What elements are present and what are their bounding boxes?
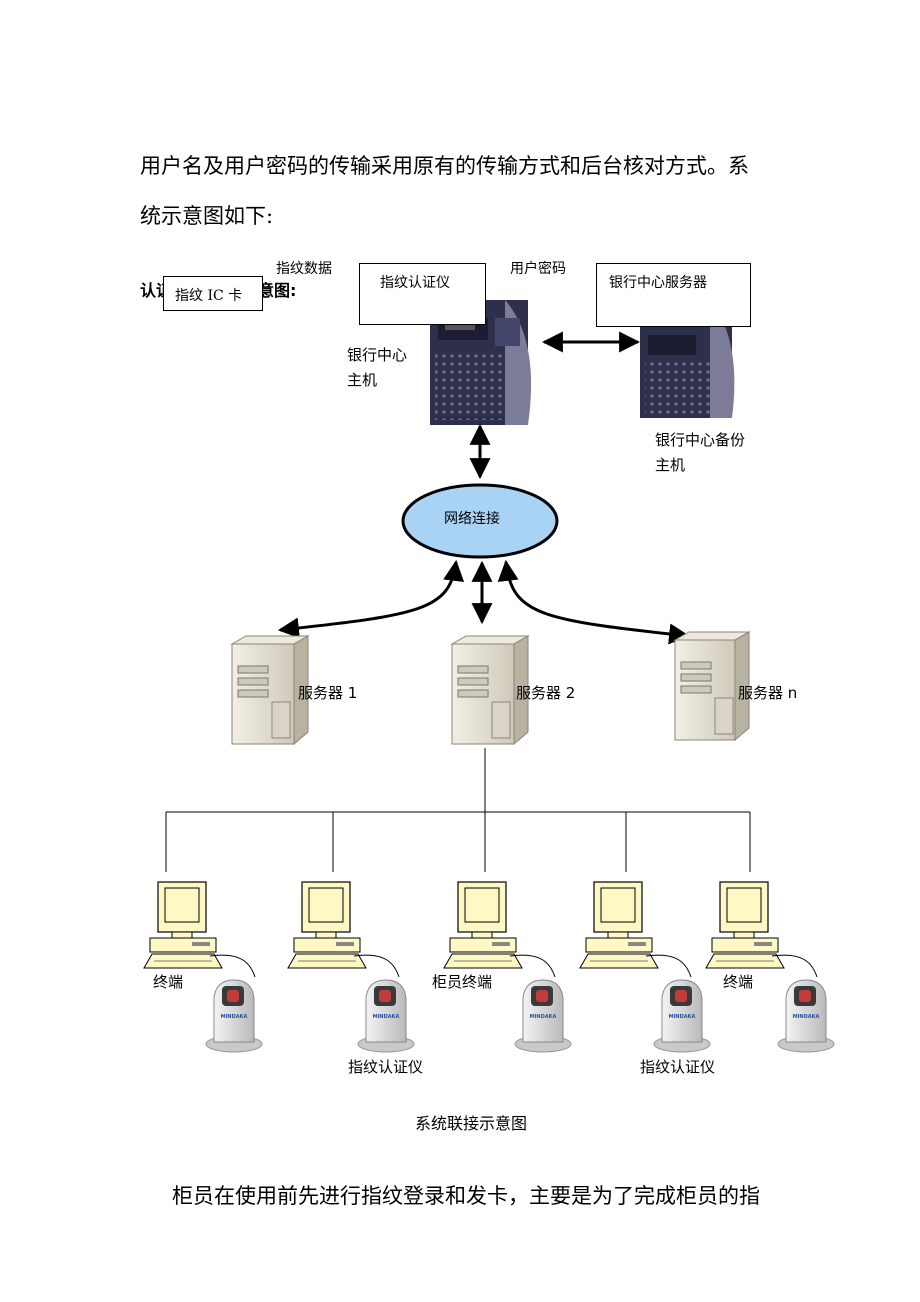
terminal-pc-icon [287, 881, 400, 978]
network-label: 网络连接 [444, 511, 500, 527]
svg-text:MINDAKA: MINDAKA [669, 1014, 696, 1020]
fingerprint-reader-icon: MINDAKA [357, 979, 415, 1053]
fingerprint-reader-icon: MINDAKA [653, 979, 711, 1053]
paragraph-line: 柜员在使用前先进行指纹登录和发卡，主要是为了完成柜员的指 [172, 1184, 760, 1208]
fingerprint-data-label: 指纹数据 [276, 261, 332, 277]
fingerprint-reader-icon: MINDAKA [514, 979, 572, 1053]
fingerprint-ic-card-label: 指纹 IC 卡 [175, 288, 243, 304]
terminal-right-label: 终端 [723, 973, 754, 991]
section-heading-suffix: 意图: [258, 281, 297, 300]
server-1-icon [230, 635, 310, 746]
terminal-pc-icon [143, 881, 256, 978]
fingerprint-device-box: 指纹认证仪 [359, 263, 486, 325]
fp-reader-label-a: 指纹认证仪 [348, 1058, 424, 1076]
server-n-label: 服务器 n [738, 684, 798, 702]
server-n-icon [673, 631, 751, 742]
server-1-label: 服务器 1 [298, 684, 358, 702]
svg-text:MINDAKA: MINDAKA [793, 1014, 820, 1020]
svg-text:MINDAKA: MINDAKA [530, 1014, 557, 1020]
bank-server-box: 银行中心服务器 [596, 263, 751, 327]
lan-wiring [165, 748, 751, 872]
bank-host-label-line1: 银行中心 [347, 346, 408, 364]
terminal-pc-icon [705, 881, 818, 978]
terminal-pc-icon [579, 881, 692, 978]
network-server1-arrow [277, 559, 465, 639]
terminal-pc-icon [443, 881, 556, 978]
fingerprint-reader-icon: MINDAKA [205, 979, 263, 1053]
fingerprint-device-label: 指纹认证仪 [380, 275, 450, 291]
fp-reader-label-b: 指纹认证仪 [640, 1058, 716, 1076]
paragraph-line: 用户名及用户密码的传输采用原有的传输方式和后台核对方式。系 [140, 154, 749, 178]
backup-host-label-line2: 主机 [655, 456, 686, 474]
network-ellipse [401, 483, 559, 559]
teller-terminal-label: 柜员终端 [432, 973, 493, 991]
fingerprint-ic-card-box: 指纹 IC 卡 [163, 276, 263, 311]
server-2-label: 服务器 2 [516, 684, 576, 702]
fingerprint-reader-icon: MINDAKA [777, 979, 835, 1053]
terminal-left-label: 终端 [153, 973, 184, 991]
bank-server-label: 银行中心服务器 [609, 275, 707, 291]
svg-text:MINDAKA: MINDAKA [221, 1014, 248, 1020]
network-servern-arrow [497, 559, 691, 645]
svg-text:MINDAKA: MINDAKA [373, 1014, 400, 1020]
paragraph-line: 统示意图如下: [140, 204, 274, 228]
backup-host-label-line1: 银行中心备份 [655, 431, 746, 449]
bank-host-icon [430, 300, 532, 425]
diagram-caption: 系统联接示意图 [415, 1114, 528, 1133]
user-password-label: 用户密码 [510, 261, 566, 277]
server-2-icon [450, 635, 530, 746]
bank-host-label-line2: 主机 [347, 371, 378, 389]
